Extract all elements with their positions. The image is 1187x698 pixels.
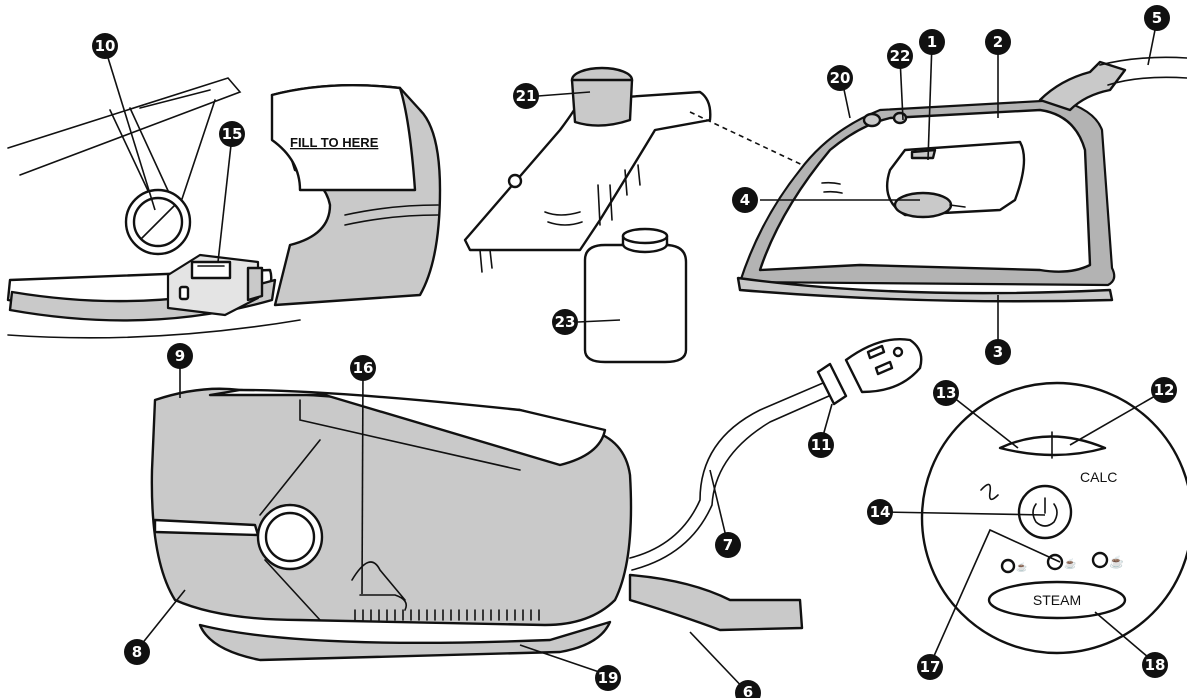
svg-text:13: 13: [936, 384, 957, 402]
svg-text:☕: ☕: [1064, 557, 1076, 570]
calc-label: CALC: [1080, 469, 1117, 485]
steam-burst-icon: [980, 483, 999, 501]
filter-cartridge: [166, 253, 264, 317]
svg-text:23: 23: [555, 313, 576, 331]
power-button[interactable]: [1017, 484, 1073, 540]
svg-text:14: 14: [870, 503, 891, 521]
svg-text:20: 20: [830, 69, 851, 87]
svg-text:12: 12: [1154, 381, 1175, 399]
callout-13: 13: [933, 380, 959, 406]
callout-21: 21: [513, 83, 539, 109]
svg-text:9: 9: [175, 347, 185, 365]
svg-text:6: 6: [743, 683, 753, 698]
descaling-bottle: [583, 227, 688, 364]
svg-text:7: 7: [723, 536, 733, 554]
callout-6: 6: [735, 680, 761, 698]
nozzle-accessory: [463, 66, 831, 273]
svg-text:3: 3: [993, 343, 1003, 361]
svg-text:2: 2: [993, 33, 1003, 51]
fill-to-here-label: FILL TO HERE: [290, 135, 379, 150]
callout-2: 2: [985, 29, 1011, 55]
callout-18: 18: [1142, 652, 1168, 678]
svg-text:8: 8: [132, 643, 142, 661]
svg-text:1: 1: [927, 33, 937, 51]
vent-slots: [354, 609, 540, 621]
callout-11: 11: [808, 432, 834, 458]
callout-23: 23: [552, 309, 578, 335]
callout-10: 10: [92, 33, 118, 59]
steam-iron: [736, 56, 1187, 303]
svg-text:19: 19: [598, 669, 619, 687]
svg-text:4: 4: [740, 191, 750, 209]
callout-1: 1: [919, 29, 945, 55]
svg-text:☕: ☕: [1016, 561, 1027, 572]
callout-20: 20: [827, 65, 853, 91]
callout-3: 3: [985, 339, 1011, 365]
callout-12: 12: [1151, 377, 1177, 403]
svg-text:21: 21: [516, 87, 537, 105]
svg-text:10: 10: [95, 37, 116, 55]
callout-14: 14: [867, 499, 893, 525]
steam-generator-base: [150, 338, 923, 662]
callout-19: 19: [595, 665, 621, 691]
callout-5: 5: [1144, 5, 1170, 31]
callout-15: 15: [219, 121, 245, 147]
svg-text:17: 17: [920, 658, 941, 676]
svg-text:16: 16: [353, 359, 374, 377]
power-plug: [816, 338, 923, 406]
svg-text:☕: ☕: [1109, 554, 1124, 569]
svg-text:11: 11: [811, 436, 832, 454]
svg-text:15: 15: [222, 125, 243, 143]
callout-4: 4: [732, 187, 758, 213]
callout-8: 8: [124, 639, 150, 665]
callout-22: 22: [887, 43, 913, 69]
svg-text:18: 18: [1145, 656, 1166, 674]
steam-label: STEAM: [1033, 592, 1081, 608]
control-panel: CALC ☕ ☕ ☕ STEAM: [920, 381, 1187, 655]
svg-text:5: 5: [1152, 9, 1162, 27]
callout-17: 17: [917, 654, 943, 680]
water-tank-detail: FILL TO HERE: [6, 77, 442, 339]
callout-16: 16: [350, 355, 376, 381]
callout-7: 7: [715, 532, 741, 558]
svg-text:22: 22: [890, 47, 911, 65]
tank-valve-cap: [124, 188, 192, 256]
steam-button[interactable]: STEAM: [987, 580, 1127, 620]
callout-9: 9: [167, 343, 193, 369]
